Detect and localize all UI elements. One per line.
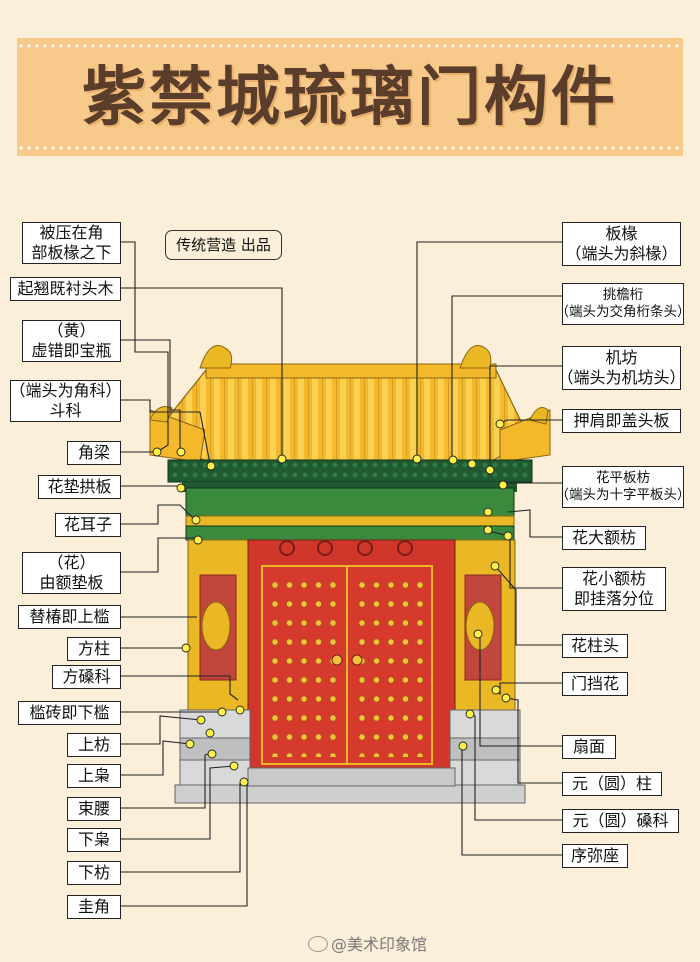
label-jifang: 机坊 （端头为机坊头） bbox=[558, 346, 686, 390]
label-xiafang: 下枋 bbox=[67, 861, 121, 885]
page-title: 紫禁城琉璃门构件 bbox=[82, 61, 618, 135]
marker-dots bbox=[152, 419, 513, 787]
label-kanzhuan: 槛砖即下槛 bbox=[18, 701, 121, 725]
label-tichun: 替椿即上槛 bbox=[18, 605, 121, 629]
title-banner: 紫禁城琉璃门构件 bbox=[17, 38, 683, 156]
label-huadae: 花大额枋 bbox=[562, 526, 646, 550]
label-huaxiaoe: 花小额枋 即挂落分位 bbox=[562, 567, 666, 611]
large-architrave bbox=[185, 487, 515, 517]
label-xumizuo: 序弥座 bbox=[562, 844, 628, 868]
label-yajian: 押肩即盖头板 bbox=[562, 409, 681, 433]
ridge-ornament-left bbox=[199, 345, 233, 369]
watermark-text: @美术印象馆 bbox=[331, 935, 428, 954]
label-shangfang: 上枋 bbox=[67, 733, 121, 757]
label-xiaxiao: 下枭 bbox=[67, 828, 121, 852]
door-studs-right bbox=[351, 572, 429, 757]
label-shanmian: 扇面 bbox=[562, 735, 616, 759]
label-huazhutou: 花柱头 bbox=[562, 634, 628, 658]
label-mendanghua: 门挡花 bbox=[562, 672, 628, 696]
label-guijiao: 圭角 bbox=[67, 895, 121, 919]
label-huadian: 花垫拱板 bbox=[38, 475, 121, 499]
label-xucuo: （黄） 虚错即宝瓶 bbox=[22, 320, 121, 362]
door-studs-left bbox=[266, 572, 344, 757]
label-beiyazaijiao: 被压在角 部板椽之下 bbox=[22, 222, 121, 264]
label-jiaoliang: 角梁 bbox=[67, 441, 121, 465]
label-shuyao: 束腰 bbox=[67, 797, 121, 821]
label-tiaoyan: 挑檐桁 （端头为交角桁条头） bbox=[556, 283, 691, 325]
base-steps bbox=[174, 784, 526, 804]
label-huaping: 花平板枋 （端头为十字平板头） bbox=[556, 466, 691, 508]
label-yuanzhu: 元（圆）柱 bbox=[562, 772, 662, 796]
label-dougong: （端头为角科） 斗科 bbox=[9, 380, 122, 422]
label-banchuan: 板椽 （端头为斜椽） bbox=[562, 222, 681, 266]
label-youe: （花） 由额垫板 bbox=[22, 552, 121, 594]
label-fangzhu: 方柱 bbox=[67, 637, 121, 661]
banner-dots-top bbox=[17, 43, 683, 49]
banner-dots-bottom bbox=[17, 145, 683, 151]
bracket-band bbox=[167, 459, 533, 483]
weibo-icon bbox=[308, 936, 328, 952]
credit-badge: 传统营造 出品 bbox=[165, 230, 282, 260]
label-fangsang: 方磉科 bbox=[52, 665, 121, 689]
label-yuansang: 元（圆）磉科 bbox=[562, 809, 679, 833]
watermark: @美术印象馆 bbox=[308, 931, 427, 955]
label-huaerzi: 花耳子 bbox=[55, 513, 121, 537]
ridge-ornament-right bbox=[459, 345, 492, 369]
label-shangxiao: 上枭 bbox=[67, 764, 121, 788]
roof bbox=[149, 345, 551, 463]
label-qiqiao: 起翘既衬头木 bbox=[10, 277, 121, 301]
